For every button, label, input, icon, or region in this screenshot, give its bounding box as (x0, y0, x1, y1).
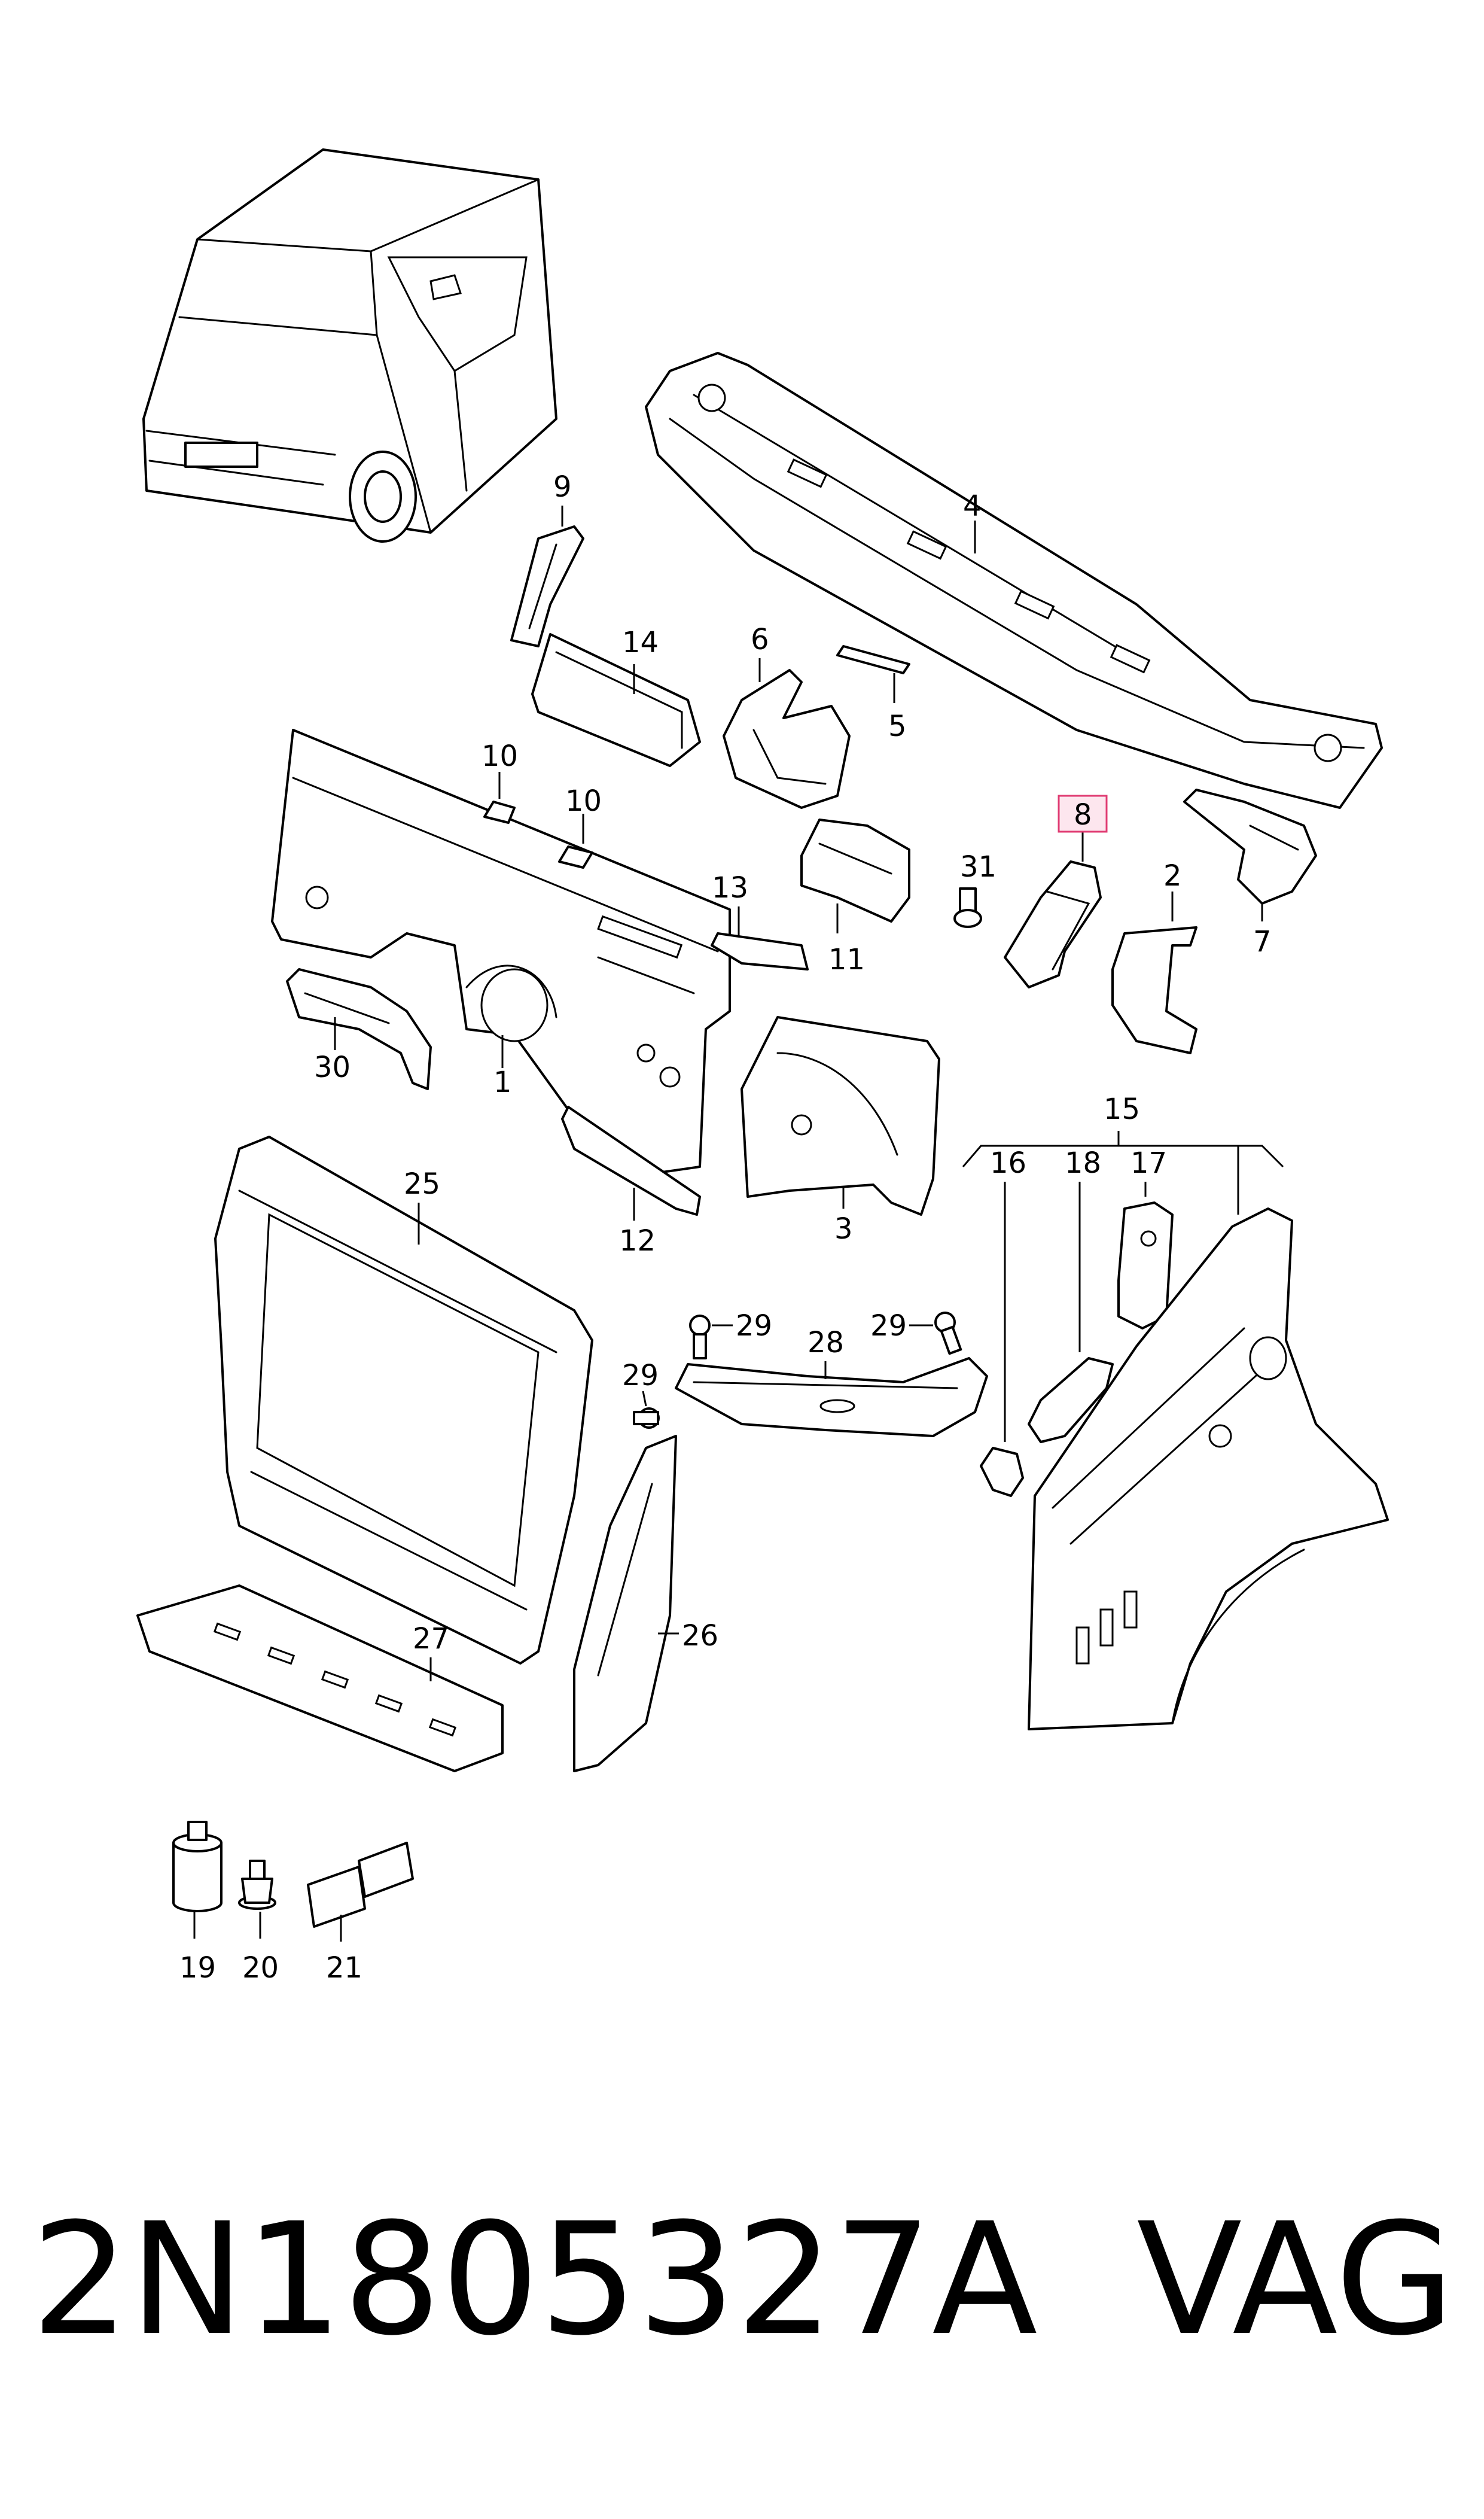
callout-25: 25 (404, 1167, 440, 1201)
callout-8: 8 (1074, 798, 1092, 832)
part-number-code: 2N1805327A (31, 2190, 1038, 2369)
part-6: 6 (723, 623, 851, 809)
callout-6: 6 (751, 623, 769, 656)
van-illustration (142, 148, 557, 543)
part-29-bolt-c: 29 (622, 1359, 660, 1429)
part-28-cross-member: 28 (675, 1326, 988, 1437)
callout-29a: 29 (736, 1309, 772, 1343)
part-15-side-panel (1028, 1207, 1389, 1730)
part-11: 11 (800, 819, 910, 976)
callout-7: 7 (1253, 925, 1272, 959)
callout-30: 30 (314, 1051, 351, 1084)
part-18: 18 (1028, 1146, 1114, 1443)
part-2: 2 (1111, 859, 1197, 1054)
part-1-bulkhead: 1 (271, 729, 731, 1174)
part-7: 7 (1183, 789, 1317, 959)
part-15-group-bracket: 15 (962, 1093, 1284, 1215)
part-25-front-frame: 25 (214, 1136, 593, 1665)
callout-20: 20 (242, 1951, 279, 1985)
callout-12: 12 (619, 1224, 656, 1258)
callout-2: 2 (1163, 859, 1182, 893)
callout-10b: 10 (565, 784, 602, 818)
part-10-clip-a: 10 (482, 740, 518, 824)
part-8-bracket: 8 (1004, 795, 1108, 988)
callout-31: 31 (960, 850, 997, 884)
part-number-brand: VAG (1136, 2190, 1455, 2369)
callout-4: 4 (963, 489, 982, 523)
part-26: 26 (573, 1435, 718, 1772)
part-27-underbody-tray: 27 (136, 1584, 504, 1772)
callout-29c: 29 (622, 1359, 659, 1392)
part-10-clip-b: 10 (558, 784, 602, 869)
part-29-bolt-a: 29 (689, 1309, 772, 1359)
part-14: 14 (531, 626, 701, 767)
callout-10a: 10 (482, 740, 518, 773)
callout-15: 15 (1104, 1093, 1140, 1126)
part-3-wheel-arch: 3 (741, 1016, 940, 1246)
callout-3: 3 (834, 1212, 853, 1246)
callout-26: 26 (682, 1619, 718, 1653)
callout-8-highlight-box (1058, 795, 1108, 833)
part-13: 13 (711, 871, 809, 971)
part-9: 9 (510, 470, 584, 647)
part-31-bolt: 31 (953, 850, 997, 928)
part-19-cylinder: 19 (172, 1821, 223, 1985)
part-12: 12 (561, 1106, 701, 1258)
callout-18: 18 (1065, 1146, 1101, 1180)
callout-14: 14 (622, 626, 659, 659)
callout-16: 16 (990, 1146, 1026, 1180)
callout-13: 13 (712, 871, 748, 905)
part-20-grommet: 20 (238, 1860, 279, 1985)
part-21-pads: 21 (307, 1842, 414, 1985)
callout-28: 28 (807, 1326, 844, 1359)
part-30: 30 (286, 968, 432, 1090)
callout-29b: 29 (870, 1309, 907, 1343)
callout-5: 5 (888, 710, 907, 743)
callout-19: 19 (179, 1951, 216, 1985)
part-17: 17 (1117, 1146, 1174, 1330)
part-4-cowl-panel: 4 (645, 352, 1383, 809)
callout-11: 11 (828, 943, 865, 976)
callout-27: 27 (413, 1622, 449, 1656)
part-16: 16 (980, 1146, 1026, 1497)
part-5: 5 (836, 645, 910, 743)
part-number-caption: 2N1805327A VAG (31, 2190, 1455, 2369)
part-29-bolt-b: 29 (870, 1309, 962, 1355)
callout-9: 9 (553, 470, 572, 504)
callout-21: 21 (326, 1951, 362, 1985)
callout-17: 17 (1130, 1146, 1167, 1180)
callout-1: 1 (493, 1066, 512, 1099)
